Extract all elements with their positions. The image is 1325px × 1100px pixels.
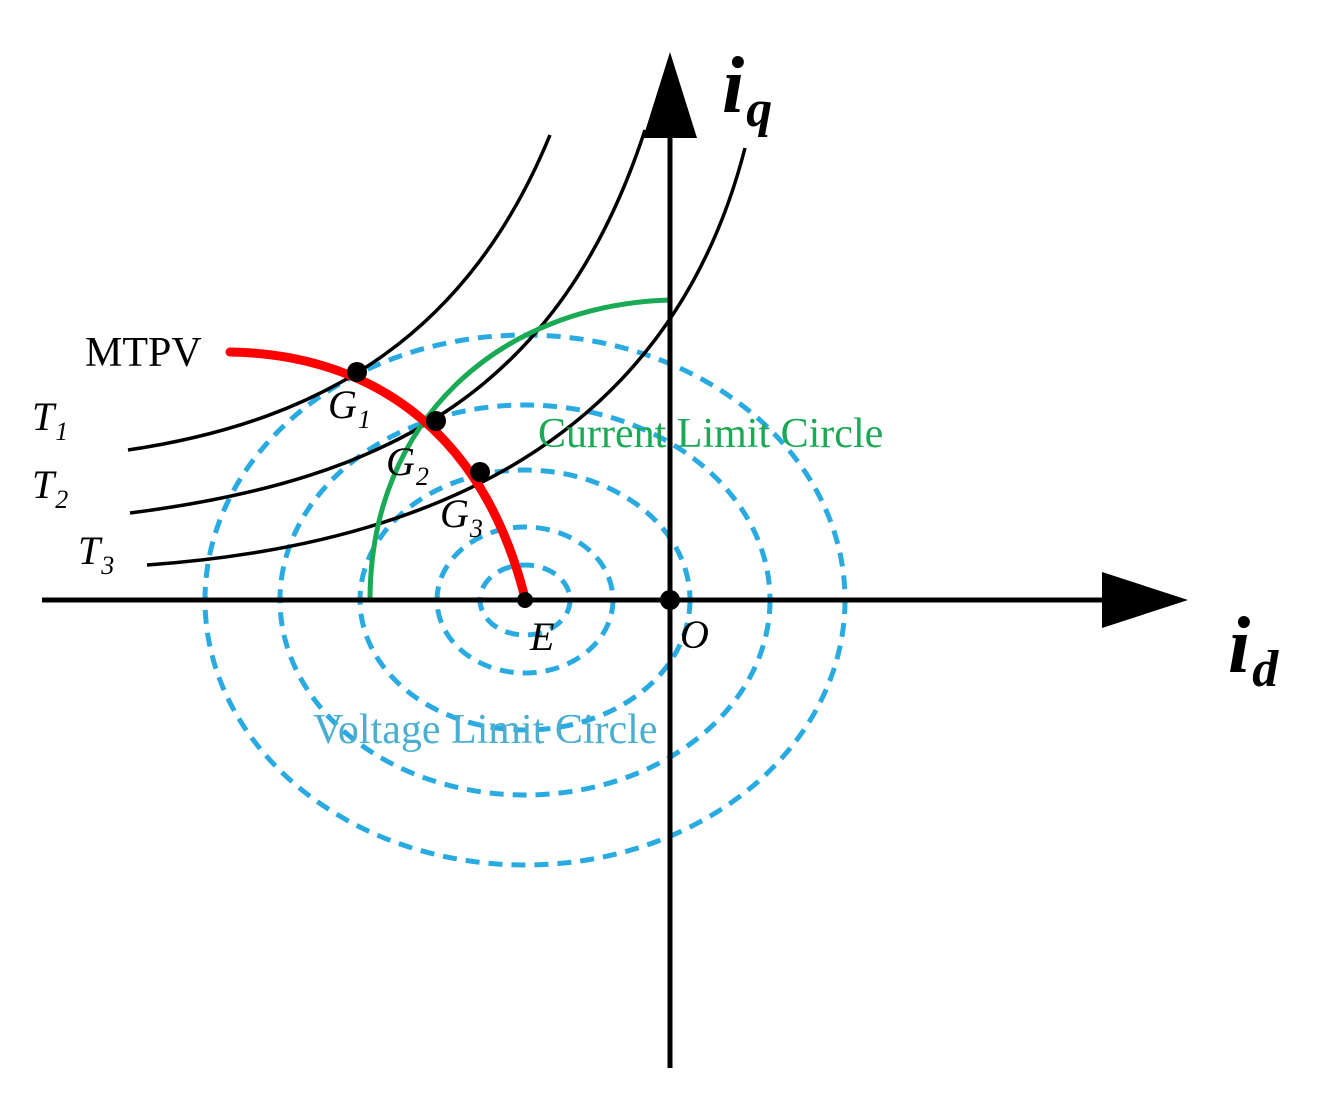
point-label-g1: G1	[328, 382, 371, 434]
torque-label-t3: T3	[78, 528, 114, 580]
torque-curve-t3	[146, 147, 747, 567]
torque-curve-t1	[127, 134, 552, 452]
origin-label-o: O	[680, 612, 709, 657]
mtpv-label: MTPV	[85, 330, 202, 376]
torque-label-t1: T1	[32, 394, 68, 446]
mtpv-curve	[225, 347, 530, 603]
id-axis-label: id	[1228, 602, 1279, 698]
iq-axis-arrow	[643, 52, 697, 138]
point-label-g2: G2	[386, 439, 429, 491]
point-label-g3: G3	[440, 491, 483, 543]
axes	[42, 130, 1110, 1068]
torque-curves	[127, 129, 747, 567]
point-g1	[347, 362, 367, 382]
point-o	[660, 590, 680, 610]
torque-curve-t2	[129, 129, 647, 515]
voltage-limit-label: Voltage Limit Circle	[313, 707, 658, 753]
torque-label-t2: T2	[32, 462, 68, 514]
iq-axis-label: iq	[722, 42, 772, 138]
point-e	[517, 592, 533, 608]
current-limit-arc	[367, 297, 671, 601]
point-g2	[426, 411, 446, 431]
id-axis-arrow	[1102, 572, 1188, 628]
point-g3	[470, 462, 490, 482]
current-limit-label: Current Limit Circle	[538, 411, 883, 457]
operating-points	[347, 362, 680, 610]
center-label-e: E	[529, 614, 554, 659]
